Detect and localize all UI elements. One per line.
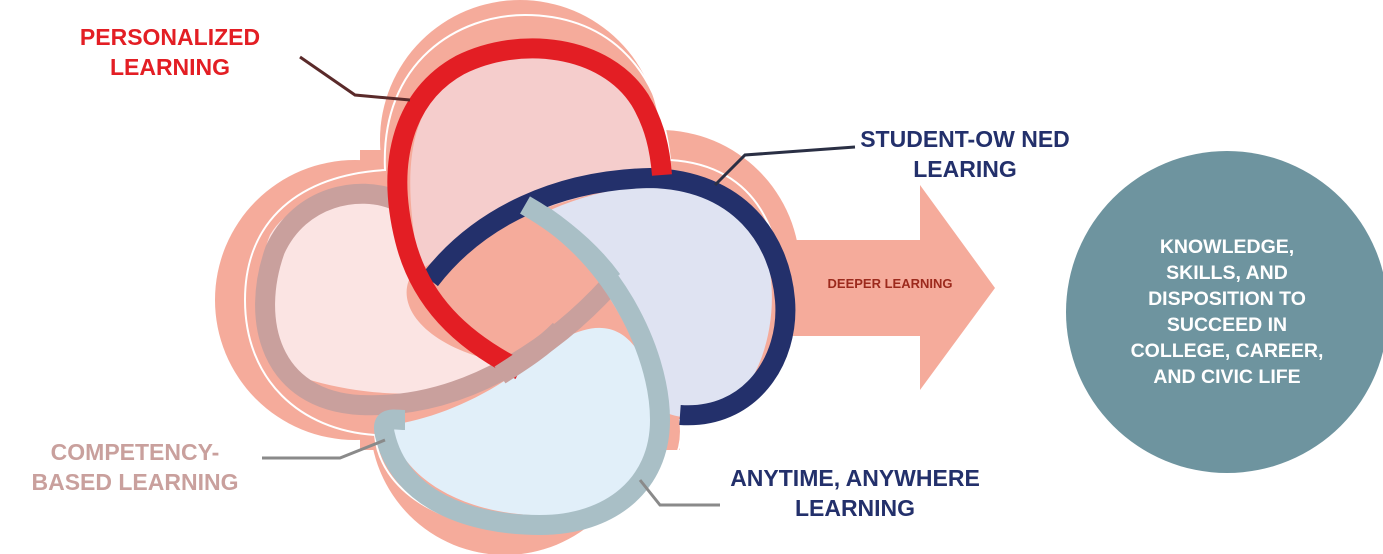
competency-leader-line <box>262 438 386 460</box>
loop-fills <box>262 57 772 516</box>
student-owned-leader-line <box>713 145 856 187</box>
fill-top <box>410 57 655 271</box>
student-owned-learning-label: STUDENT-OW NED LEARING <box>800 124 1130 184</box>
fill-left <box>262 196 515 394</box>
outcome-line-3: DISPOSITION TO <box>1148 288 1306 310</box>
student-owned-label-line-1: STUDENT-OW NED <box>860 126 1070 152</box>
anytime-leader-line <box>638 479 720 507</box>
competency-label-line-2: BASED LEARNING <box>31 469 239 495</box>
outcome-line-4: SUCCEED IN <box>1166 314 1288 336</box>
deeper-learning-label: DEEPER LEARNING <box>827 276 953 291</box>
knot-strands <box>255 38 796 536</box>
anytime-anywhere-learning-label: ANYTIME, ANYWHERE LEARNING <box>690 463 1020 523</box>
fill-right <box>540 185 772 418</box>
outcome-circle: KNOWLEDGE, SKILLS, AND DISPOSITION TO SU… <box>1066 151 1383 473</box>
leader-lines <box>262 55 856 507</box>
personalized-label-line-2: LEARNING <box>109 54 231 80</box>
outcome-line-2: SKILLS, AND <box>1166 262 1288 284</box>
student-owned-label-line-2: LEARING <box>913 156 1017 182</box>
right-arrow-icon <box>760 185 995 390</box>
fill-bottom <box>390 327 662 516</box>
competency-based-learning-label: COMPETENCY- BASED LEARNING <box>0 437 270 497</box>
outcome-line-6: AND CIVIC LIFE <box>1153 366 1301 388</box>
competency-strand-front <box>494 322 568 384</box>
outcome-line-5: COLLEGE, CAREER, <box>1130 340 1324 362</box>
personalized-leader-line <box>299 55 411 102</box>
anytime-strand-front <box>520 196 621 287</box>
personalized-learning-label: PERSONALIZED LEARNING <box>40 22 300 82</box>
outcome-line-1: KNOWLEDGE, <box>1159 236 1295 258</box>
personalized-label-line-1: PERSONALIZED <box>79 24 261 50</box>
competency-label-line-1: COMPETENCY- <box>50 439 220 465</box>
anytime-label-line-2: LEARNING <box>794 495 916 521</box>
anytime-strand <box>374 196 671 536</box>
anytime-label-line-1: ANYTIME, ANYWHERE <box>730 465 980 491</box>
personalized-strand <box>387 38 672 379</box>
student-owned-strand <box>422 167 796 426</box>
outcome-text: KNOWLEDGE, SKILLS, AND DISPOSITION TO SU… <box>1087 234 1367 390</box>
